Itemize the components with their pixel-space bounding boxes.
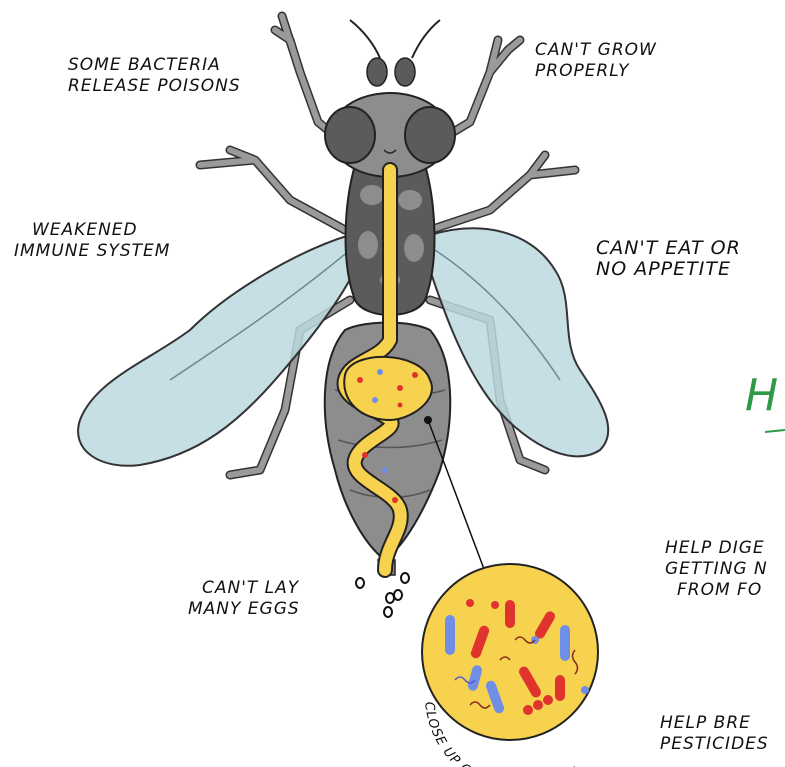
right-wing — [430, 228, 608, 456]
label-help-digest: HELP DIGE GETTING N FROM FO — [665, 538, 768, 601]
label-help-break: HELP BRE PESTICIDES — [660, 713, 769, 755]
label-weakened-immune: WEAKENED IMMUNE SYSTEM — [14, 220, 170, 262]
middle-right-leg — [430, 155, 575, 230]
label-cant-eat: CAN'T EAT OR NO APPETITE — [596, 238, 741, 280]
gut-stomach — [344, 357, 432, 420]
eggs — [356, 573, 409, 617]
heading-fragment: H — [745, 370, 778, 421]
right-antenna — [412, 20, 440, 58]
left-antenna — [350, 20, 380, 58]
right-eye — [405, 107, 455, 163]
thorax-spot — [360, 185, 384, 205]
heading-underline — [765, 430, 785, 432]
label-bacteria-poisons: SOME BACTERIA RELEASE POISONS — [68, 55, 241, 97]
left-wing — [78, 235, 355, 466]
label-cant-lay: CAN'T LAY MANY EGGS — [188, 578, 300, 620]
label-cant-grow: CAN'T GROW PROPERLY — [535, 40, 657, 82]
left-eye — [325, 107, 375, 163]
closeup-pointer-line — [428, 420, 490, 585]
